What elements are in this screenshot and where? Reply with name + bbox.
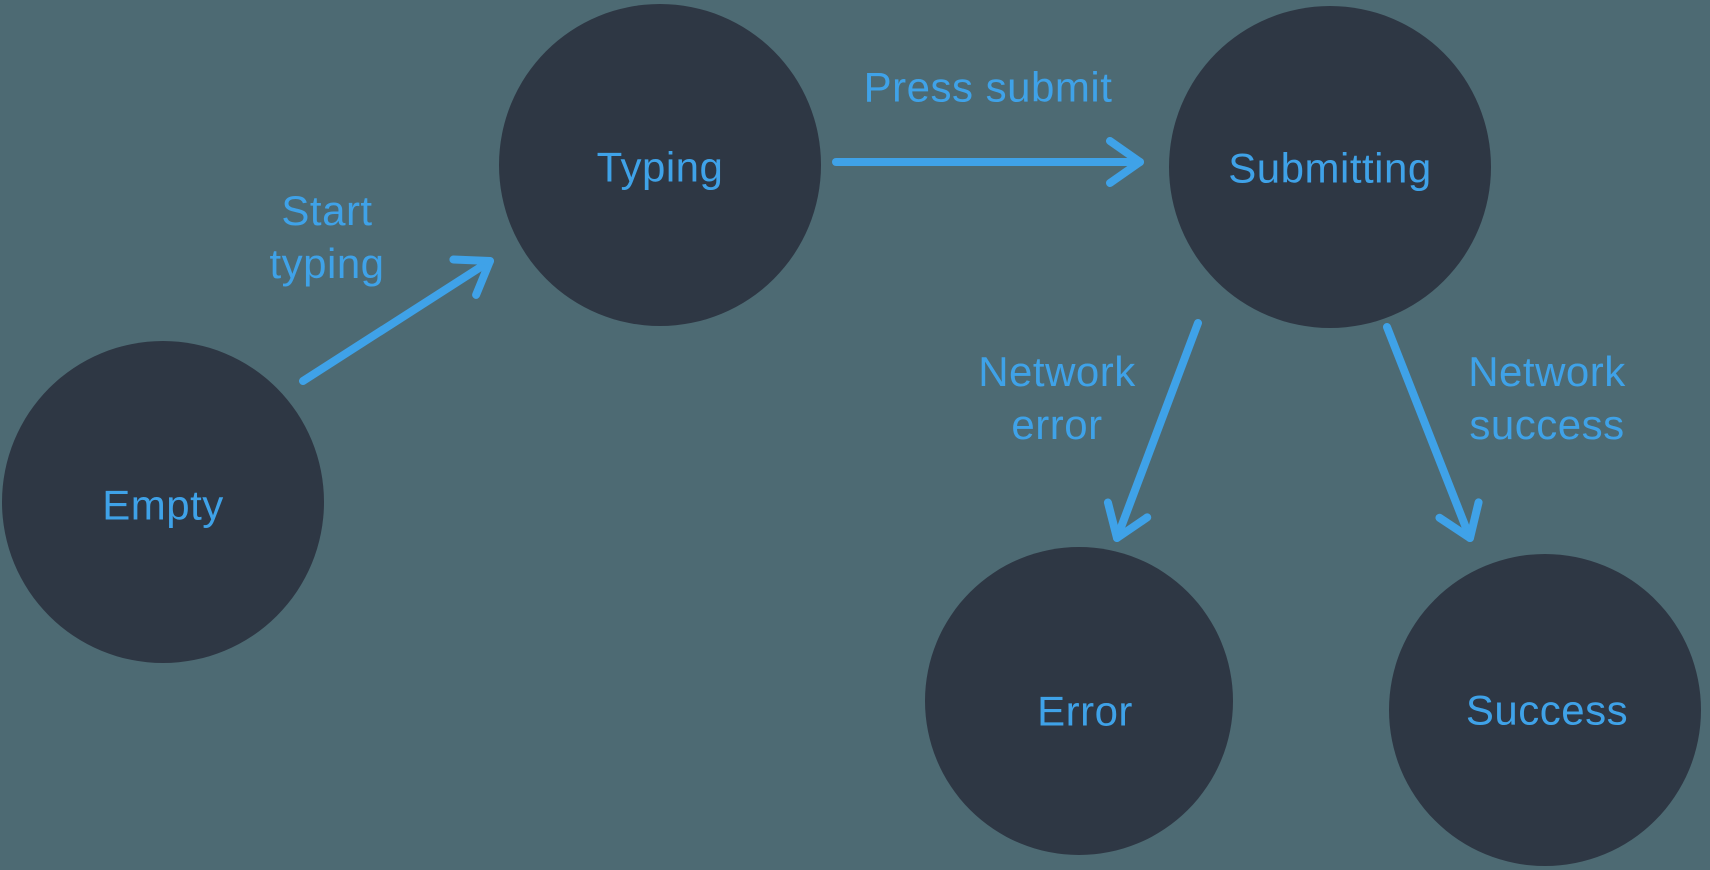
- edge-label-line: Network: [978, 348, 1136, 395]
- state-node-error: [925, 547, 1233, 855]
- edge-label-press-submit: Press submit: [864, 61, 1113, 114]
- state-label-empty: Empty: [102, 481, 224, 529]
- state-node-empty: [2, 341, 324, 663]
- state-node-submitting: [1169, 6, 1491, 328]
- edge-label-start-typing: Start typing: [269, 184, 384, 290]
- transition-arrow-network-error: [1103, 319, 1202, 542]
- edge-label-line: Network: [1468, 348, 1626, 395]
- edge-label-network-error: Network error: [978, 345, 1136, 451]
- state-node-success: [1389, 554, 1701, 866]
- state-label-success: Success: [1465, 686, 1629, 734]
- edge-label-network-success: Network success: [1468, 345, 1626, 451]
- state-label-submitting: Submitting: [1228, 144, 1432, 192]
- edge-label-line: Press submit: [863, 63, 1113, 111]
- transition-arrow-network-success: [1383, 323, 1483, 542]
- state-label-typing: Typing: [596, 143, 724, 191]
- edge-label-line: error: [1011, 401, 1103, 448]
- edge-label-line: success: [1469, 401, 1625, 448]
- transition-arrow-start-typing: [299, 255, 494, 385]
- state-node-typing: [499, 4, 821, 326]
- state-label-error: Error: [1037, 687, 1133, 735]
- edge-label-line: typing: [269, 240, 385, 287]
- edge-label-line: Start: [281, 187, 373, 234]
